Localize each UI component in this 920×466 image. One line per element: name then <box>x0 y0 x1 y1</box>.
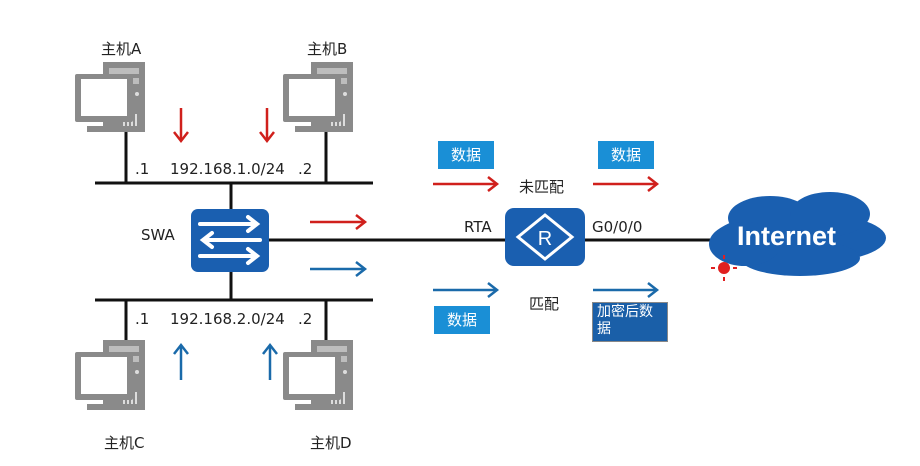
unmatched-label: 未匹配 <box>519 178 565 196</box>
unmatched-data-in-box: 数据 <box>438 141 494 169</box>
unmatched-data-out-box: 数据 <box>598 141 654 169</box>
matched-data-out-box: 加密后数据 <box>592 302 668 342</box>
blue-arrows <box>173 261 660 380</box>
switch-label: SWA <box>141 226 175 244</box>
host-c-ip: .1 <box>135 310 150 328</box>
host-b-label: 主机B <box>307 40 348 58</box>
router-icon: R <box>505 208 585 266</box>
host-a-pc-icon <box>75 62 145 132</box>
lan2-network: 192.168.2.0/24 <box>170 310 285 328</box>
cursor-marker-icon <box>711 255 737 281</box>
matched-label: 匹配 <box>529 295 560 313</box>
host-b-ip: .2 <box>298 160 313 178</box>
host-c-pc-icon <box>75 340 145 410</box>
matched-data-in-box: 数据 <box>434 306 490 334</box>
host-c-label: 主机C <box>104 434 145 452</box>
host-d-pc-icon <box>283 340 353 410</box>
router-label: RTA <box>464 218 492 236</box>
host-a-ip: .1 <box>135 160 150 178</box>
internet-label: Internet <box>737 221 837 251</box>
host-b-pc-icon <box>283 62 353 132</box>
internet-cloud-icon <box>709 192 886 276</box>
red-arrows <box>173 108 660 230</box>
router-symbol: R <box>538 228 552 250</box>
interface-label: G0/0/0 <box>592 218 643 236</box>
host-d-ip: .2 <box>298 310 313 328</box>
host-d-label: 主机D <box>310 434 352 452</box>
host-a-label: 主机A <box>101 40 142 58</box>
switch-icon <box>191 209 269 272</box>
lan1-network: 192.168.1.0/24 <box>170 160 285 178</box>
